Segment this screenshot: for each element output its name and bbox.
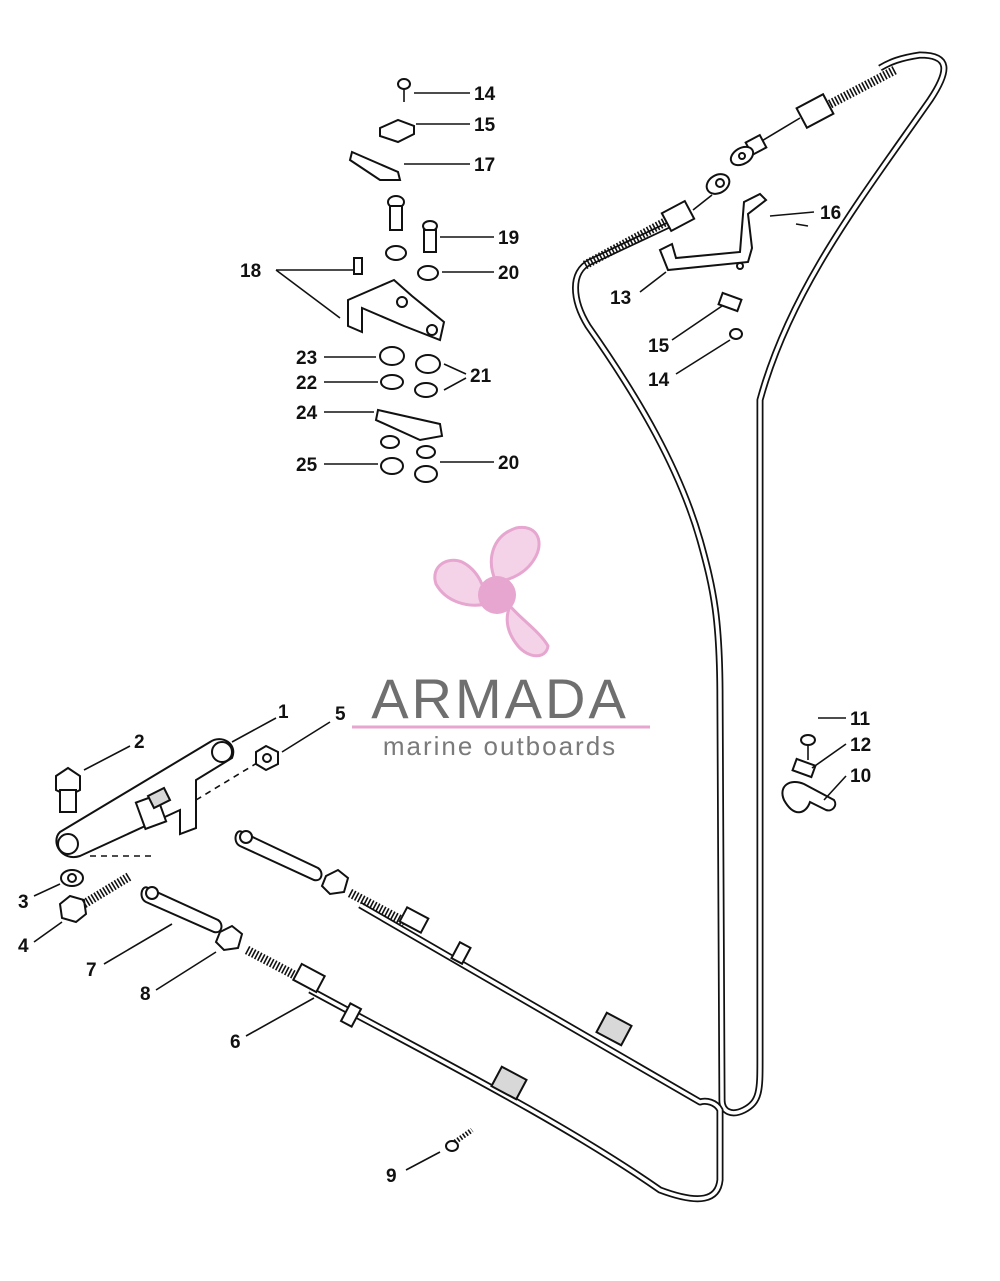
- callout-15-top: 15: [474, 115, 496, 136]
- nut-part-3: [60, 869, 84, 887]
- callout-21: 21: [470, 366, 492, 387]
- callout-1: 1: [278, 702, 289, 723]
- cable-clamp: [781, 734, 837, 814]
- anchor-bracket: [658, 192, 809, 340]
- callout-14-mid: 14: [648, 370, 670, 391]
- callout-10: 10: [850, 766, 871, 787]
- callout-19: 19: [498, 228, 519, 249]
- callout-4: 4: [18, 936, 29, 957]
- callout-labels: 14 15 17 19 20 18 23 22 21 24 25 20 16 1…: [18, 84, 871, 1187]
- bolt-part-4: [58, 872, 133, 924]
- callout-18: 18: [240, 261, 261, 282]
- cable-end-fitting-upper: [582, 66, 898, 269]
- nut-part-5: [255, 744, 279, 772]
- rod-end-upper: [234, 830, 350, 896]
- callout-15-mid: 15: [648, 336, 670, 357]
- callout-5: 5: [335, 704, 346, 725]
- callout-25: 25: [296, 455, 318, 476]
- shift-lever: [55, 738, 263, 859]
- callout-8: 8: [140, 984, 151, 1005]
- callout-22: 22: [296, 373, 317, 394]
- callout-23: 23: [296, 348, 317, 369]
- shift-cable: [572, 51, 948, 1117]
- propeller-icon: [433, 525, 550, 658]
- callout-14-top: 14: [474, 84, 496, 105]
- upper-hardware: [347, 78, 446, 483]
- callout-17: 17: [474, 155, 495, 176]
- callout-24: 24: [296, 403, 318, 424]
- callout-2: 2: [134, 732, 145, 753]
- callout-11: 11: [850, 709, 871, 730]
- leader-lines: [33, 92, 847, 1171]
- throttle-cable: [308, 901, 724, 1203]
- callout-12: 12: [850, 735, 871, 756]
- armada-logo: ARMADA marine outboards: [352, 525, 650, 761]
- bolt-part-2: [55, 766, 81, 813]
- rod-end-lower: [140, 886, 244, 952]
- watermark-brand: ARMADA: [371, 667, 629, 730]
- callout-13: 13: [610, 288, 631, 309]
- screw-part-9: [445, 1127, 474, 1152]
- callout-20-bottom: 20: [498, 453, 519, 474]
- callout-3: 3: [18, 892, 29, 913]
- callout-7: 7: [86, 960, 97, 981]
- watermark-tagline: marine outboards: [383, 731, 617, 761]
- callout-9: 9: [386, 1166, 397, 1187]
- callout-20-top: 20: [498, 263, 519, 284]
- callout-6: 6: [230, 1032, 241, 1053]
- callout-16: 16: [820, 203, 841, 224]
- cable-end-fitting-lower: [244, 889, 633, 1101]
